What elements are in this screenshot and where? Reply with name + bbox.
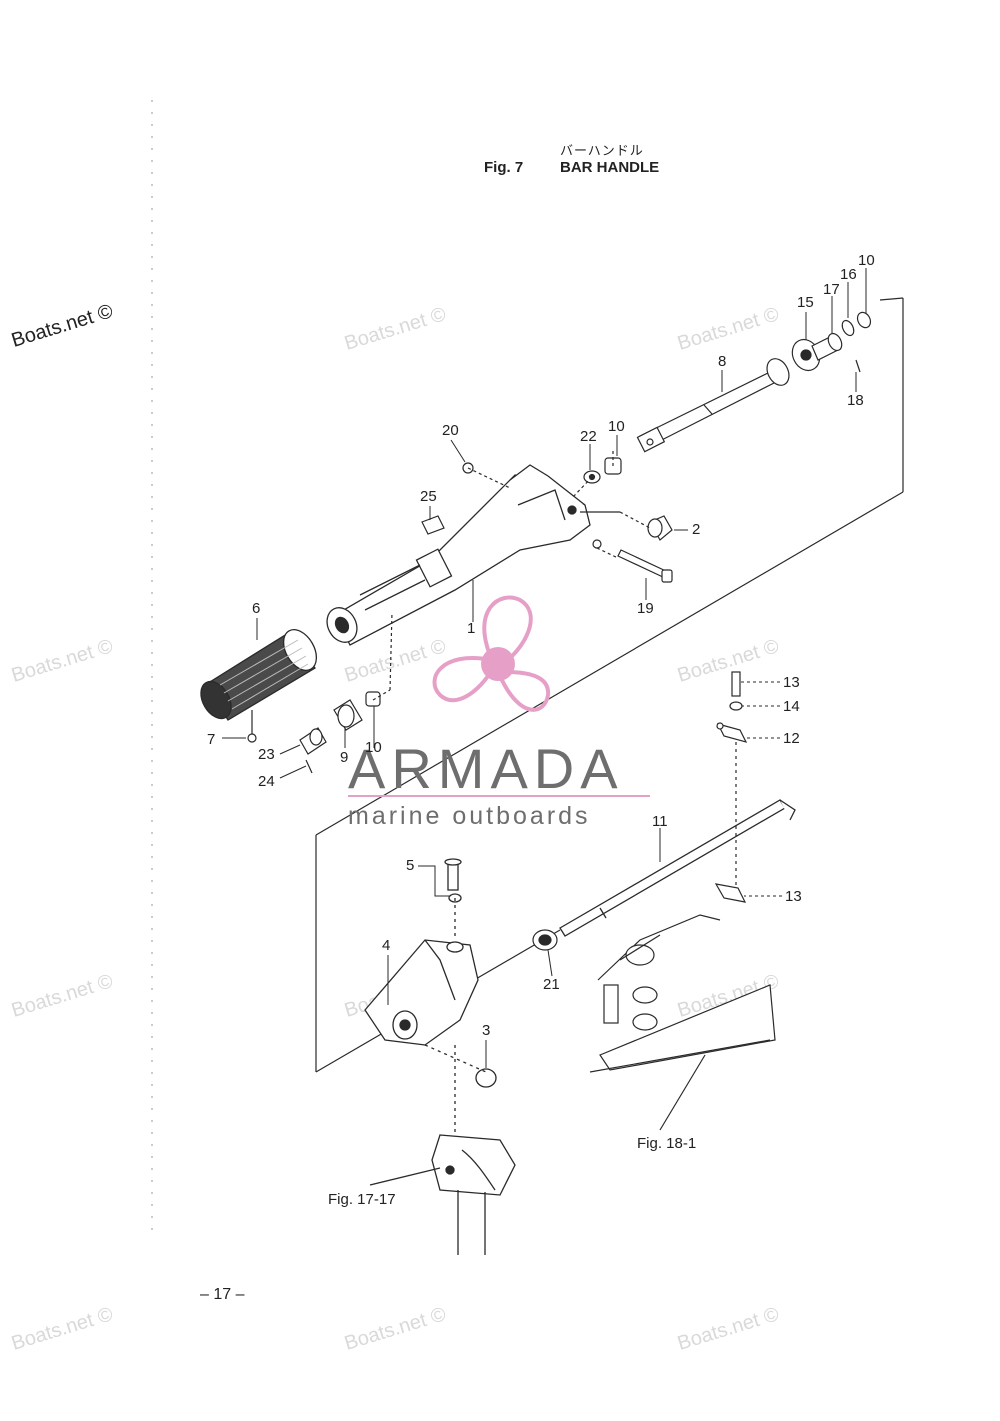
callout-1: 1 <box>467 620 476 637</box>
callout-23: 23 <box>258 746 275 763</box>
figure-title: BAR HANDLE <box>560 159 660 176</box>
callout-10-top: 10 <box>608 418 625 435</box>
callout-17: 17 <box>823 281 840 298</box>
callout-4: 4 <box>382 937 391 954</box>
callout-13-top: 13 <box>783 674 800 691</box>
callout-3: 3 <box>482 1022 491 1039</box>
callout-13-bottom: 13 <box>785 888 802 905</box>
armada-logo-tagline: marine outboards <box>348 802 591 830</box>
lower-cowling <box>589 914 776 1131</box>
page-number: – 17 – <box>200 1286 245 1303</box>
callout-20: 20 <box>442 422 459 439</box>
grip <box>200 629 318 721</box>
small-parts-rod <box>714 671 748 903</box>
armada-logo-mark <box>432 595 551 712</box>
armada-logo-name: ARMADA <box>348 737 624 800</box>
steering-shaft <box>369 1045 516 1255</box>
small-parts-right <box>580 511 673 583</box>
callout-11: 11 <box>652 813 668 830</box>
title-japanese: バーハンドル <box>560 144 644 159</box>
callout-10-shaft: 10 <box>858 252 875 269</box>
exploded-outline <box>315 297 904 1073</box>
grommet <box>532 929 558 951</box>
callout-21: 21 <box>543 976 560 993</box>
callout-15: 15 <box>797 294 814 311</box>
callout-18: 18 <box>847 392 864 409</box>
armada-logo-hub <box>481 647 515 681</box>
bracket <box>364 858 497 1088</box>
throttle-shaft <box>636 311 872 453</box>
part-25 <box>421 515 445 535</box>
callout-2: 2 <box>692 521 701 538</box>
small-parts-top <box>462 450 622 499</box>
callout-24: 24 <box>258 773 275 790</box>
callout-6: 6 <box>252 600 261 617</box>
reference-fig-17-17: Fig. 17-17 <box>328 1191 396 1208</box>
handle-body <box>326 464 591 646</box>
callout-14: 14 <box>783 698 800 715</box>
callout-16: 16 <box>840 266 857 283</box>
callout-5: 5 <box>406 857 415 874</box>
link-rod <box>559 799 796 937</box>
callout-22: 22 <box>580 428 597 445</box>
callout-8: 8 <box>718 353 727 370</box>
callout-9: 9 <box>340 749 349 766</box>
callout-19: 19 <box>637 600 654 617</box>
reference-fig-18-1: Fig. 18-1 <box>637 1135 697 1152</box>
callout-10-grip: 10 <box>365 739 382 756</box>
callout-12: 12 <box>783 730 800 747</box>
leader-lines <box>222 268 867 1068</box>
callout-25: 25 <box>420 488 437 505</box>
figure-label: Fig. 7 <box>484 159 524 176</box>
small-parts-grip <box>247 611 393 774</box>
callout-7: 7 <box>207 731 216 748</box>
